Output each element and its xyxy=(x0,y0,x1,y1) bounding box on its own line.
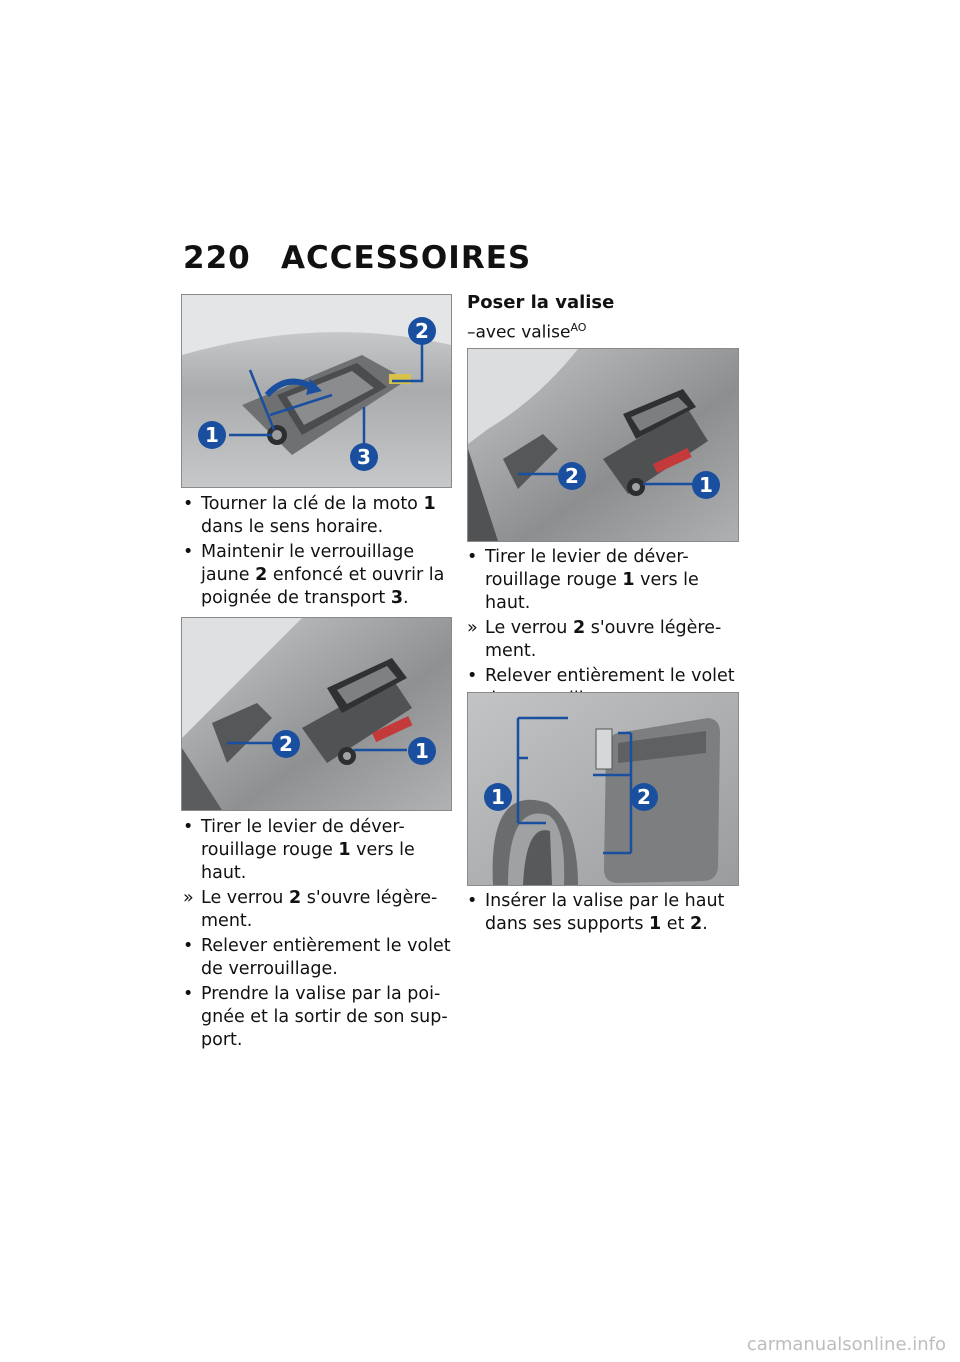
right-column-text-1: •Tirer le levier de déver-rouillage roug… xyxy=(467,546,743,713)
right-column-heading: Poser la valise –avec valiseAO xyxy=(467,291,747,345)
list-item: •Tirer le levier de déver-rouillage roug… xyxy=(467,547,699,613)
callout-1: 1 xyxy=(491,785,505,809)
list-item: •Tirer le levier de déver-rouillage roug… xyxy=(183,817,415,883)
list-item: •Insérer la valise par le haut dans ses … xyxy=(467,891,725,934)
list-item: •Relever entièrement le volet de verroui… xyxy=(183,936,451,979)
page-title: ACCESSOIRES xyxy=(281,240,532,276)
page-number: 220 xyxy=(183,240,251,276)
callout-2: 2 xyxy=(637,785,651,809)
page-header: 220 ACCESSOIRES xyxy=(183,240,531,276)
callout-2: 2 xyxy=(565,464,579,488)
list-item: •Prendre la valise par la poi-gnée et la… xyxy=(183,984,448,1050)
list-item: »Le verrou 2 s'ouvre légère-ment. xyxy=(183,888,438,931)
callout-2: 2 xyxy=(279,732,293,756)
callout-3: 3 xyxy=(357,445,371,469)
callout-1: 1 xyxy=(205,423,219,447)
left-column-text-1: •Tourner la clé de la moto 1 dans le sen… xyxy=(183,493,453,612)
figure-insert-case: 1 2 xyxy=(467,692,739,886)
callout-1: 1 xyxy=(699,473,713,497)
list-item: •Tourner la clé de la moto 1 dans le sen… xyxy=(183,494,436,537)
callout-1: 1 xyxy=(415,739,429,763)
figure-open-handle: 1 2 3 xyxy=(181,294,452,488)
watermark: carmanualsonline.info xyxy=(746,1334,946,1355)
left-column-text-2: •Tirer le levier de déver-rouillage roug… xyxy=(183,816,453,1054)
section-subtitle: –avec valiseAO xyxy=(467,321,587,343)
figure-unlock-lever: 2 1 xyxy=(181,617,452,811)
list-item: »Le verrou 2 s'ouvre légère-ment. xyxy=(467,618,722,661)
figure-unlock-lever-2: 2 1 xyxy=(467,348,739,542)
callout-2: 2 xyxy=(415,319,429,343)
section-title: Poser la valise xyxy=(467,292,615,313)
right-column-text-2: •Insérer la valise par le haut dans ses … xyxy=(467,890,743,938)
list-item: •Maintenir le verrouillage jaune 2 enfon… xyxy=(183,542,445,608)
